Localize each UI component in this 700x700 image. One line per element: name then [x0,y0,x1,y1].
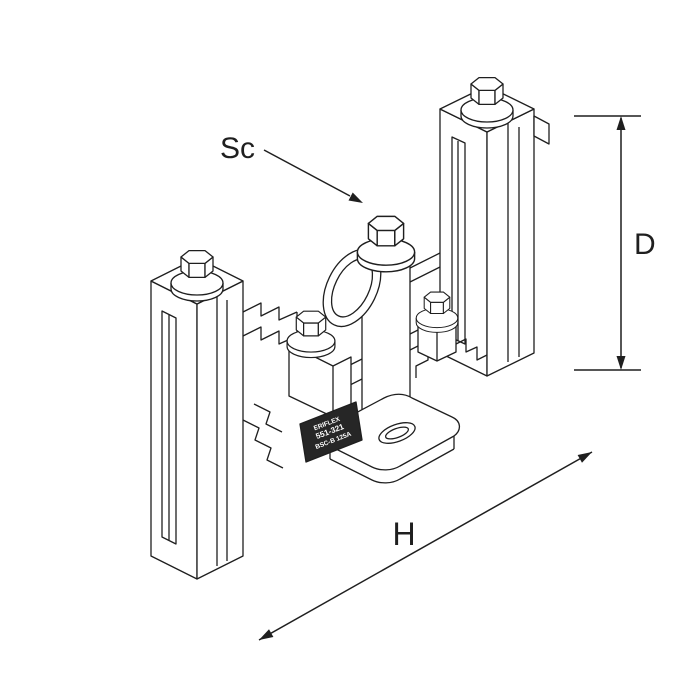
part-label-plate: ERIFLEX 551-321 BSC-B 125A [299,401,363,463]
dimension-h: H [258,451,593,641]
mounting-slot [378,422,416,444]
h-label: H [392,516,415,552]
hex-bolt-icon [170,249,224,302]
sc-label: Sc [220,132,255,165]
arrowhead-icon [348,192,363,203]
arrowhead-icon [616,116,626,130]
left-channel-upright [150,249,244,580]
arrowhead-icon [259,629,274,640]
base-foot [317,393,461,484]
dimension-sc-leader: Sc [220,132,363,203]
hex-bolt-icon [356,215,416,273]
right-channel-upright [415,76,550,378]
hex-bolt-icon [460,76,514,129]
dimension-d: D [574,115,656,371]
arrowhead-icon [577,452,592,463]
d-label: D [634,228,656,261]
center-body: ERIFLEX 551-321 BSC-B 125A [242,215,488,484]
arrowhead-icon [616,356,626,370]
